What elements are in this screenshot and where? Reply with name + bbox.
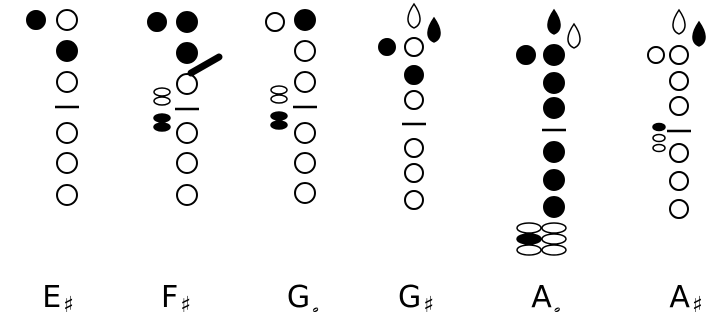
- col-2-side-key-1: [153, 87, 171, 97]
- col-4-octave-key-upper: [407, 2, 421, 29]
- col-2-side-key-2: [153, 96, 171, 106]
- col-1-hole-4: [56, 122, 78, 144]
- col-3-hole-4: [294, 122, 316, 144]
- col-3-hole-3: [294, 71, 316, 93]
- col-5-octave-key-upper: [547, 8, 561, 35]
- col-2-hole-2: [176, 42, 198, 64]
- col-6-side-key-2: [652, 133, 666, 143]
- col-5-low-key-1: [516, 222, 542, 234]
- col-4-hole-2: [404, 65, 424, 85]
- col-5-octave-key-lower: [567, 22, 581, 49]
- col-6-hole-2: [669, 71, 689, 91]
- col-6-octave-key-upper: [672, 8, 686, 35]
- accidental-symbol: 𝅗: [553, 293, 561, 318]
- note-label-4: G♯: [376, 280, 456, 319]
- col-3-side-key-3: [270, 111, 288, 121]
- col-2-hole-5: [176, 152, 198, 174]
- col-3-hole-6: [294, 182, 316, 204]
- col-2-hole-1: [176, 11, 198, 33]
- col-2-thumb-hole: [147, 12, 167, 32]
- col-5-low-key-3: [516, 233, 542, 245]
- accidental-symbol: ♯: [691, 293, 703, 318]
- col-5-hole-6: [543, 196, 565, 218]
- col-5-low-key-6: [541, 244, 567, 256]
- col-2-hole-4: [176, 122, 198, 144]
- col-6-hole-5: [669, 171, 689, 191]
- col-1-hole-5: [56, 152, 78, 174]
- note-label-1: E♯: [18, 280, 98, 319]
- accidental-symbol: ♯: [180, 293, 191, 318]
- col-2-side-key-4: [153, 122, 171, 132]
- col-3-hole-1: [294, 9, 316, 31]
- col-6-hole-1: [669, 45, 689, 65]
- col-2-hole-3: [176, 73, 198, 95]
- col-3-thumb-hole: [265, 12, 285, 32]
- note-label-3: G𝅗: [263, 280, 343, 319]
- col-2-side-key-3: [153, 113, 171, 123]
- col-4-hole-1: [404, 37, 424, 57]
- col-3-side-key-1: [270, 85, 288, 95]
- col-4-octave-key-lower: [427, 16, 441, 43]
- accidental-symbol: ♯: [63, 293, 74, 318]
- col-1-hole-2: [56, 40, 78, 62]
- col-4-hole-5: [404, 163, 424, 183]
- note-label-2: F♯: [136, 280, 216, 319]
- col-3-hole-2: [294, 40, 316, 62]
- col-4-thumb-hole: [378, 38, 396, 56]
- col-3-side-key-4: [270, 120, 288, 130]
- col-5-hole-3: [543, 97, 565, 119]
- note-name: F: [161, 280, 179, 315]
- col-6-hole-3: [669, 96, 689, 116]
- note-name: A: [531, 280, 552, 315]
- col-4-hole-3: [404, 90, 424, 110]
- col-6-hole-6: [669, 199, 689, 219]
- col-1-thumb-hole: [26, 10, 46, 30]
- col-3-hole-5: [294, 152, 316, 174]
- col-5-hole-5: [543, 169, 565, 191]
- accidental-symbol: 𝅗: [312, 293, 320, 318]
- col-2-hole-6: [176, 184, 198, 206]
- col-6-side-key-3: [652, 143, 666, 153]
- col-5-hole-2: [543, 72, 565, 94]
- col-1-hole-6: [56, 184, 78, 206]
- note-name: A: [669, 280, 690, 315]
- note-label-5: A𝅗: [506, 280, 586, 319]
- col-5-hole-4: [543, 141, 565, 163]
- col-4-hole-4: [404, 138, 424, 158]
- col-4-hole-6: [404, 190, 424, 210]
- col-1-hole-3: [56, 71, 78, 93]
- col-6-octave-key-lower: [692, 20, 706, 47]
- accidental-symbol: ♯: [423, 293, 434, 318]
- col-3-side-key-2: [270, 94, 288, 104]
- note-name: G: [286, 280, 311, 315]
- note-label-6: A♯: [646, 280, 722, 319]
- note-name: E: [42, 280, 62, 315]
- col-6-hole-4: [669, 143, 689, 163]
- col-6-thumb-hole: [647, 46, 665, 64]
- col-5-low-key-2: [541, 222, 567, 234]
- col-2-lever-key: [187, 53, 223, 77]
- col-5-low-key-4: [541, 233, 567, 245]
- col-5-low-key-5: [516, 244, 542, 256]
- note-name: G: [398, 280, 422, 315]
- col-5-hole-1: [543, 44, 565, 66]
- col-1-hole-1: [56, 9, 78, 31]
- col-6-side-key-1: [652, 122, 666, 132]
- col-5-thumb-hole: [516, 45, 536, 65]
